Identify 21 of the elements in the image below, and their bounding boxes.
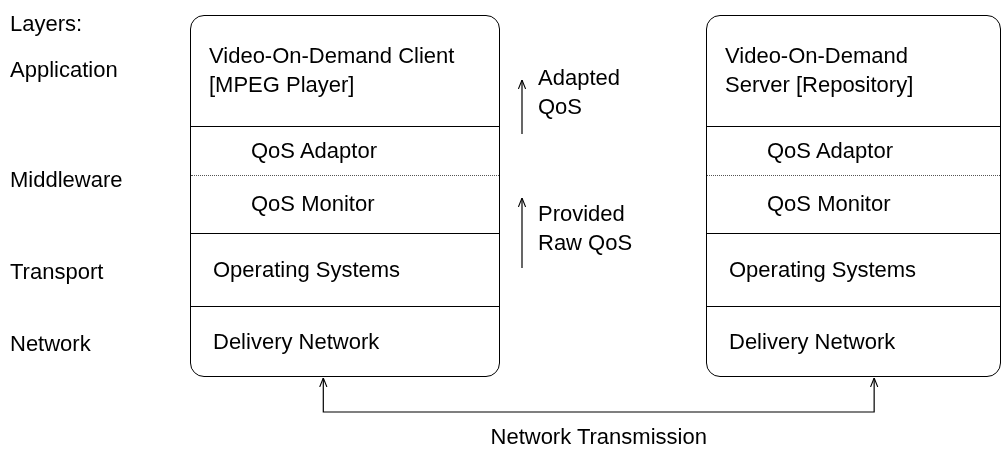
layer-name: Transport	[10, 258, 104, 286]
stack-layer: Operating Systems	[191, 233, 499, 306]
stack-layer: QoS Monitor	[191, 176, 499, 233]
annotation-text: Provided Raw QoS	[538, 200, 634, 257]
layer-name: Network	[10, 330, 91, 358]
annotation-text: Adapted QoS	[538, 64, 621, 121]
protocol-stack	[190, 15, 500, 377]
stack-layer: Operating Systems	[707, 233, 1000, 306]
connector-arrow	[319, 377, 879, 413]
edge-label: Network Transmission	[489, 424, 708, 450]
layer-name: Application	[10, 56, 118, 84]
stack-layer: Video-On-Demand Server [Repository]	[707, 16, 1000, 126]
stack-layer: Video-On-Demand Client [MPEG Player]	[191, 16, 499, 126]
protocol-stack	[706, 15, 1001, 377]
layer-name: Middleware	[10, 166, 123, 194]
stack-layer: Delivery Network	[707, 306, 1000, 378]
stack-layer: QoS Adaptor	[707, 126, 1000, 176]
stack-layer: QoS Monitor	[707, 176, 1000, 233]
layer-heading: Layers:	[10, 10, 83, 38]
stack-layer: QoS Adaptor	[191, 126, 499, 176]
stack-layer: Delivery Network	[191, 306, 499, 378]
